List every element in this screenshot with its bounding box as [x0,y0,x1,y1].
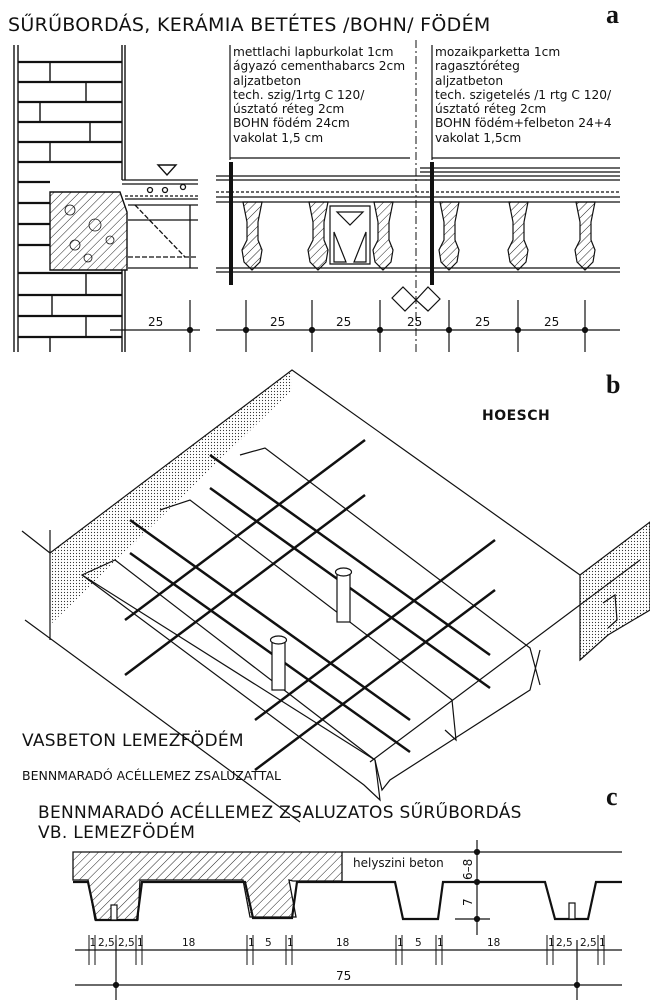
steel-deck-profile [73,880,622,922]
dim-label: 1 [437,937,444,949]
ribs [241,201,596,271]
panel-c-title-line1: BENNMARADÓ ACÉLLEMEZ ZSALUZATOS SŰRŰBORD… [38,803,522,823]
rebars [124,439,496,771]
spec-line: tech. szigetelés /1 rtg C 120/ [435,87,612,102]
width-dim-labels: 1 2,5 2,5 1 18 1 5 1 18 1 5 1 18 1 2,5 2… [90,937,606,949]
dim-label: 2,5 [118,937,135,949]
back-wall-dotted [50,370,292,625]
dim-label: 18 [487,937,500,949]
dim-label: 1 [599,937,606,949]
spec-frames [229,45,620,160]
dimension-labels-a: 25 25 25 25 25 25 [148,315,559,329]
dim-label: 25 [475,315,490,329]
dim-label: 1 [137,937,144,949]
dim-label: 18 [336,937,349,949]
aggregate [64,204,115,263]
shear-studs [269,567,353,691]
dim-label: 2,5 [98,937,115,949]
dim-label: 1 [287,937,294,949]
panel-b-caption: VASBETON LEMEZFÖDÉM [22,731,244,751]
dim-label: 18 [182,937,195,949]
dim-label: 25 [148,315,163,329]
height-dim-topping: 6–8 [461,859,475,880]
panel-b-letter: b [606,370,621,399]
spec-line: ragasztóréteg [435,59,520,74]
spec-line: úsztató réteg 2cm [233,102,345,117]
panel-c-dim-ticks [88,935,605,965]
concrete-label: helyszini beton [353,856,444,870]
spec-line: BOHN födém+felbeton 24+4 [435,116,612,131]
deck-connector [110,902,576,921]
dim-label: 5 [265,937,272,949]
panel-a-title: SŰRŰBORDÁS, KERÁMIA BETÉTES /BOHN/ FÖDÉM [8,14,491,36]
dim-label: 25 [407,315,422,329]
spec-line: úsztató réteg 2cm [435,102,547,117]
dim-label: 25 [336,315,351,329]
dim-label: 2,5 [556,937,573,949]
spec-line: mozaikparketta 1cm [435,45,561,59]
brand-label: HOESCH [482,408,551,424]
brick-wall [13,45,126,352]
spec-line: vakolat 1,5 cm [233,130,324,145]
spec-line: vakolat 1,5cm [435,130,522,145]
panel-b-subcaption: BENNMARADÓ ACÉLLEMEZ ZSALUZATTAL [22,768,281,783]
spec-line: mettlachi lapburkolat 1cm [233,45,394,59]
dim-label: 1 [548,937,555,949]
slab-section-left [122,164,198,269]
dim-label: 1 [248,937,255,949]
dimension-line-a [110,300,620,352]
panel-a-right-spec: mozaikparketta 1cm ragasztóréteg aljzatb… [435,45,612,145]
dim-label: 2,5 [580,937,597,949]
panel-a-letter: a [606,0,619,29]
height-dim-rib: 7 [461,898,475,906]
dim-label: 5 [415,937,422,949]
spec-line: aljzatbeton [233,73,302,88]
section-marker [391,286,441,312]
spec-line: BOHN födém 24cm [233,116,350,131]
isometric-deck [21,369,650,823]
total-dim-label: 75 [336,969,351,983]
spec-line: ágyazó cementhabarcs 2cm [233,59,406,74]
dim-label: 1 [90,937,97,949]
panel-c-dimension-frame [75,840,622,1000]
spec-line: aljzatbeton [435,73,504,88]
panel-c-letter: c [606,782,618,811]
ring-beam [49,191,128,271]
dim-label: 1 [397,937,404,949]
spec-line: tech. szig/1rtg C 120/ [233,87,365,102]
panel-a-left-spec: mettlachi lapburkolat 1cm ágyazó cementh… [233,45,405,145]
side-wall-dotted [579,521,650,662]
panel-c-title-line2: VB. LEMEZFÖDÉM [38,823,196,843]
dim-label: 25 [544,315,559,329]
ceramic-block [329,205,371,265]
dim-label: 25 [270,315,285,329]
slab-section-main [216,167,620,273]
